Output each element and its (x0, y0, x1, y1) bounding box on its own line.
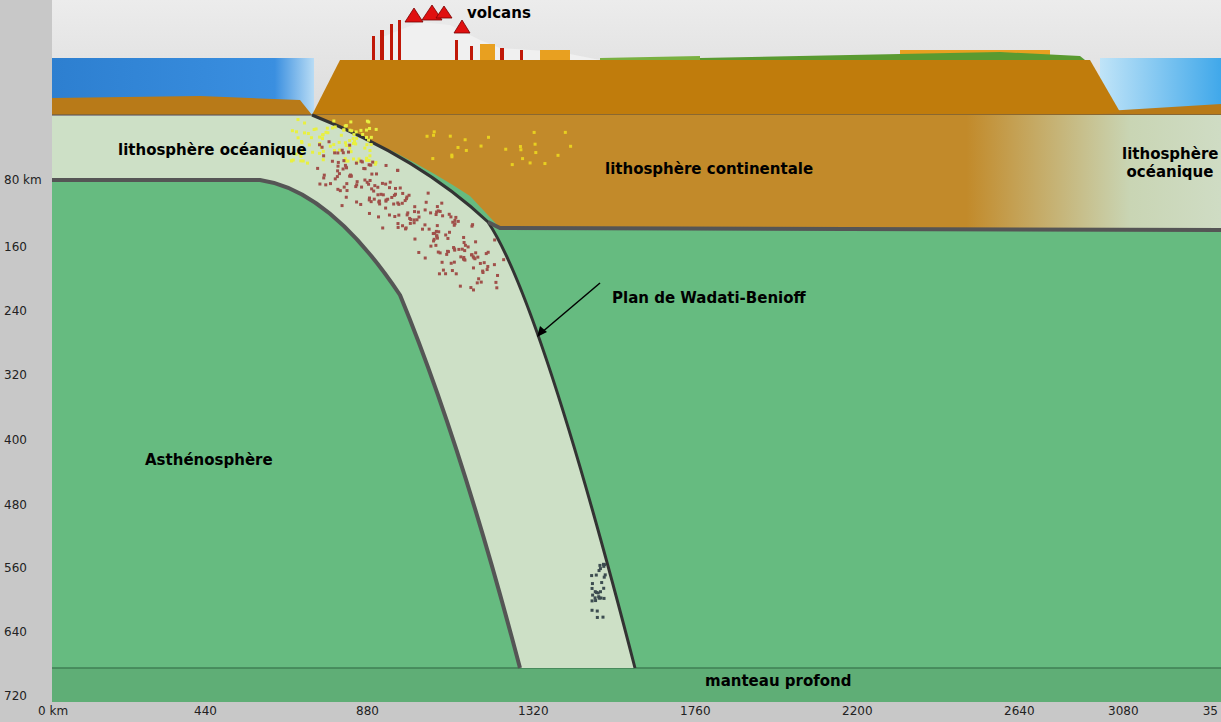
surface-band (52, 0, 1221, 115)
distance-value: 3080 (1108, 704, 1139, 718)
distance-value: 2640 (1004, 704, 1035, 718)
volcano-label: volcans (467, 4, 531, 22)
layer-label: Asthénosphère (145, 451, 273, 469)
depth-value: 80 km (4, 173, 42, 187)
plate-label: lithosphère océanique (118, 141, 307, 159)
distance-value: 1320 (518, 704, 549, 718)
earthquake-foci (290, 118, 607, 619)
distance-value: 440 (194, 704, 217, 718)
distance-value: 880 (356, 704, 379, 718)
depth-value: 480 (4, 498, 27, 512)
plate-label: lithosphère continentale (605, 160, 813, 178)
layer-label: manteau profond (705, 672, 851, 690)
distance-value: 1760 (680, 704, 711, 718)
distance-value: 35 (1203, 704, 1218, 718)
depth-value: 240 (4, 304, 27, 318)
depth-value: 560 (4, 561, 27, 575)
depth-value: 640 (4, 625, 27, 639)
depth-value: 400 (4, 433, 27, 447)
depth-value: 720 (4, 689, 27, 703)
distance-value: 0 km (38, 704, 68, 718)
distance-value: 2200 (842, 704, 873, 718)
depth-value: 320 (4, 368, 27, 382)
plate-label: lithosphère océanique (1122, 145, 1218, 181)
plane-label: Plan de Wadati-Benioff (612, 289, 806, 307)
depth-value: 160 (4, 240, 27, 254)
